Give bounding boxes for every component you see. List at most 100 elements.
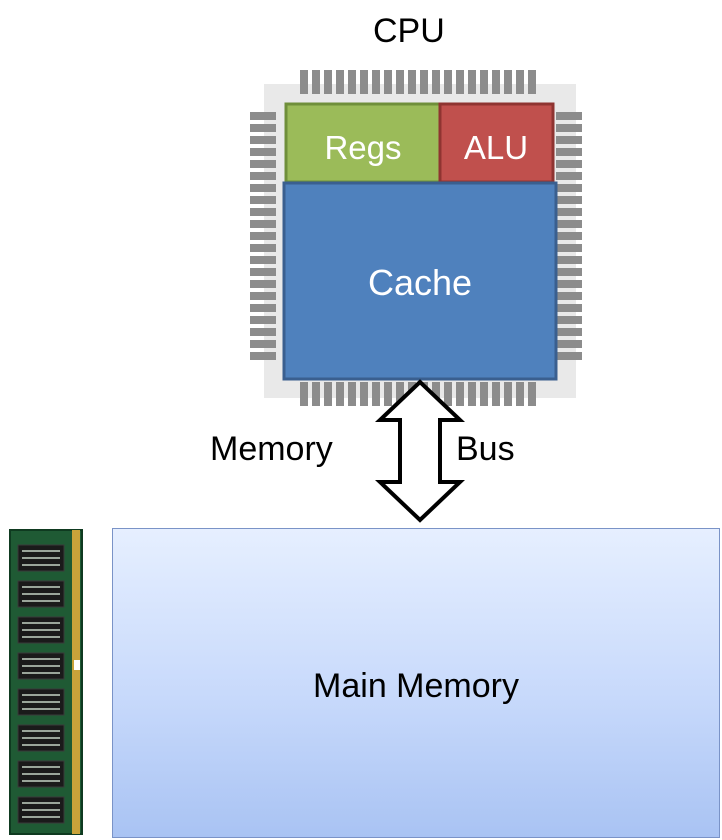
pin-icon — [250, 304, 276, 312]
pin-icon — [250, 148, 276, 156]
pin-icon — [420, 70, 428, 94]
pin-icon — [556, 136, 582, 144]
pin-icon — [250, 280, 276, 288]
pin-icon — [556, 292, 582, 300]
ram-chip-marking — [22, 600, 60, 602]
pin-icon — [250, 328, 276, 336]
pin-icon — [444, 382, 452, 406]
pin-icon — [444, 70, 452, 94]
pin-icon — [516, 70, 524, 94]
ram-chip-marking — [22, 622, 60, 624]
pin-icon — [556, 112, 582, 120]
pin-icon — [396, 70, 404, 94]
pin-icon — [504, 70, 512, 94]
pin-icon — [312, 70, 320, 94]
ram-chip-marking — [22, 636, 60, 638]
ram-board — [9, 529, 83, 835]
memory-bus-arrow — [374, 379, 466, 523]
pin-icon — [556, 124, 582, 132]
ram-chip-marking — [22, 629, 60, 631]
ram-chip-marking — [22, 665, 60, 667]
ram-chip-marking — [22, 672, 60, 674]
pin-icon — [250, 268, 276, 276]
pin-icon — [384, 382, 392, 406]
ram-chip-marking — [22, 809, 60, 811]
cache-label: Cache — [367, 262, 473, 303]
pin-icon — [250, 232, 276, 240]
pin-icon — [348, 70, 356, 94]
pin-icon — [250, 208, 276, 216]
pin-icon — [468, 70, 476, 94]
main-memory-box: Main Memory — [112, 528, 720, 838]
pin-icon — [408, 70, 416, 94]
alu-label: ALU — [463, 129, 529, 166]
pin-icon — [250, 220, 276, 228]
pin-icon — [372, 70, 380, 94]
pin-icon — [336, 70, 344, 94]
pin-icon — [336, 382, 344, 406]
pin-icon — [250, 172, 276, 180]
main-memory-label: Main Memory — [313, 667, 519, 705]
ram-chip-marking — [22, 564, 60, 566]
pin-icon — [456, 70, 464, 94]
pin-icon — [556, 340, 582, 348]
pin-icon — [432, 382, 440, 406]
pin-icon — [250, 160, 276, 168]
pin-icon — [312, 382, 320, 406]
pin-icon — [250, 256, 276, 264]
pin-icon — [516, 382, 524, 406]
pin-icon — [480, 382, 488, 406]
pin-icon — [384, 70, 392, 94]
ram-notch — [74, 660, 80, 670]
ram-chip-marking — [22, 694, 60, 696]
pin-icon — [556, 148, 582, 156]
pin-icon — [250, 316, 276, 324]
ram-contacts — [72, 530, 80, 834]
ram-chip-marking — [22, 708, 60, 710]
pin-icon — [324, 382, 332, 406]
cpu-title: CPU — [373, 12, 445, 50]
pin-icon — [528, 70, 536, 94]
pin-icon — [556, 244, 582, 252]
pin-icon — [348, 382, 356, 406]
pin-icon — [556, 208, 582, 216]
pin-icon — [250, 244, 276, 252]
pin-icon — [250, 112, 276, 120]
regs-block — [284, 102, 442, 184]
pin-icon — [250, 292, 276, 300]
ram-chip-marking — [22, 737, 60, 739]
pin-icon — [556, 232, 582, 240]
ram-chip-marking — [22, 730, 60, 732]
ram-chip-marking — [22, 586, 60, 588]
pin-icon — [556, 316, 582, 324]
pin-icon — [250, 352, 276, 360]
pin-icon — [556, 172, 582, 180]
pin-icon — [250, 196, 276, 204]
pin-icon — [480, 70, 488, 94]
alu-block — [438, 102, 555, 184]
pin-icon — [556, 352, 582, 360]
pin-icon — [250, 184, 276, 192]
ram-chip-marking — [22, 802, 60, 804]
pin-icon — [250, 136, 276, 144]
pin-icon — [504, 382, 512, 406]
pin-icon — [556, 304, 582, 312]
double-arrow-icon — [374, 379, 466, 523]
pin-icon — [492, 70, 500, 94]
ram-chip-marking — [22, 780, 60, 782]
ram-chip-marking — [22, 593, 60, 595]
ram-chip-marking — [22, 550, 60, 552]
pin-icon — [556, 268, 582, 276]
pin-icon — [528, 382, 536, 406]
pin-icon — [360, 382, 368, 406]
pin-icon — [396, 382, 404, 406]
pin-icon — [432, 70, 440, 94]
pin-icon — [360, 70, 368, 94]
pin-icon — [556, 184, 582, 192]
pin-icon — [300, 70, 308, 94]
ram-chip-marking — [22, 701, 60, 703]
ram-chip-marking — [22, 773, 60, 775]
pin-icon — [250, 124, 276, 132]
pin-icon — [300, 382, 308, 406]
ram-chip-marking — [22, 744, 60, 746]
